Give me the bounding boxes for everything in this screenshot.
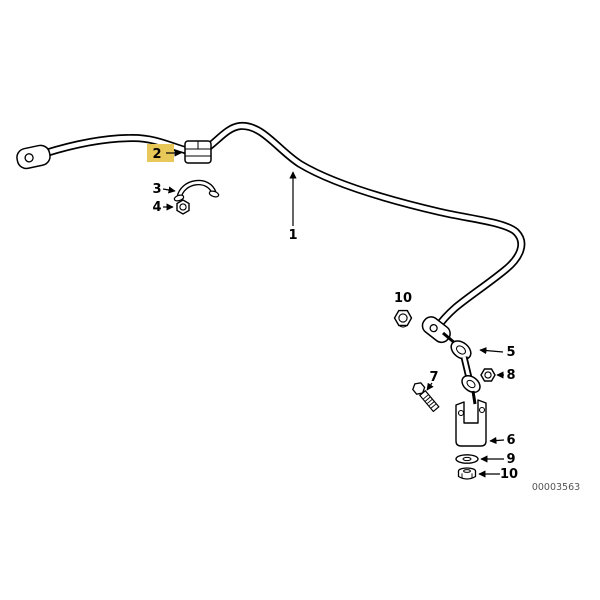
nut-body (457, 471, 477, 480)
callout-part6[interactable]: 6 (489, 433, 516, 448)
bolt-shaft (418, 389, 440, 413)
callout-part4-label[interactable]: 4 (152, 200, 161, 215)
callouts: 1 2 3 4 10 5 8 7 (147, 144, 518, 482)
callout-part8-label[interactable]: 8 (506, 368, 515, 383)
bar-left-end-bracket (16, 144, 51, 170)
callout-part5-label[interactable]: 5 (506, 345, 515, 360)
callout-part7-label[interactable]: 7 (429, 370, 438, 385)
clamp-strap-core (177, 181, 216, 200)
bracket-hole-right (478, 406, 486, 414)
callout-part9-label[interactable]: 9 (506, 452, 515, 467)
bolt-threads (423, 394, 437, 409)
nut-depth-line (398, 324, 408, 328)
callout-part10-upper-label[interactable]: 10 (394, 291, 412, 306)
callout-part1[interactable]: 1 (288, 171, 298, 243)
washer-part9-drawing (455, 454, 479, 464)
drawing-number: 00003563 (532, 482, 580, 493)
bracket-part6-drawing (455, 399, 487, 447)
callout-part2-label[interactable]: 2 (152, 147, 161, 162)
bracket-hole-left (457, 409, 465, 417)
bushing-part2-drawing (184, 140, 212, 164)
callout-part10-lower[interactable]: 10 (478, 467, 518, 482)
nut-part10-lower-drawing (457, 467, 477, 480)
callout-part5[interactable]: 5 (479, 345, 516, 360)
link-top-housing-inner (456, 345, 466, 355)
callout-part6-label[interactable]: 6 (506, 433, 515, 448)
link-bottom-housing-inner (466, 379, 476, 389)
clamp-part3-drawing (173, 180, 220, 202)
bracket-outline (455, 399, 487, 447)
callout-part3-label[interactable]: 3 (152, 182, 161, 197)
nut-hole (463, 469, 471, 473)
callout-part9[interactable]: 9 (480, 452, 516, 467)
stabilizer-bar (16, 121, 526, 344)
callout-part4[interactable]: 4 (152, 200, 174, 215)
callout-part5-leader (479, 346, 504, 355)
stabilizer-bar-core (45, 123, 524, 331)
callout-part6-leader (489, 436, 505, 445)
callout-part3-leader (162, 186, 176, 194)
callout-part10-upper[interactable]: 10 (394, 291, 412, 306)
link-part5-drawing (442, 331, 481, 405)
nut-part8-drawing (480, 368, 496, 382)
clamp-flange-left (173, 194, 185, 202)
callout-part3[interactable]: 3 (152, 182, 176, 197)
nut-facet-lines (461, 473, 473, 479)
nut-part4-drawing (176, 199, 190, 215)
stabilizer-bar-outline (44, 121, 526, 332)
callout-part2-highlight (147, 144, 174, 162)
callout-part7[interactable]: 7 (426, 370, 439, 391)
nut-part10-upper-drawing (393, 309, 413, 328)
link-bottom-stud (471, 390, 477, 405)
callout-part8[interactable]: 8 (496, 368, 516, 383)
callout-part1-label[interactable]: 1 (288, 228, 297, 243)
clamp-flange-right (208, 190, 220, 198)
callout-part2[interactable]: 2 (147, 144, 182, 162)
callout-part10-lower-label[interactable]: 10 (500, 467, 518, 482)
bolt-part7-drawing (412, 382, 440, 413)
callout-part7-leader (426, 382, 434, 391)
link-top-housing (450, 340, 472, 360)
link-bottom-housing (461, 374, 481, 394)
link-rod-core (462, 356, 471, 379)
